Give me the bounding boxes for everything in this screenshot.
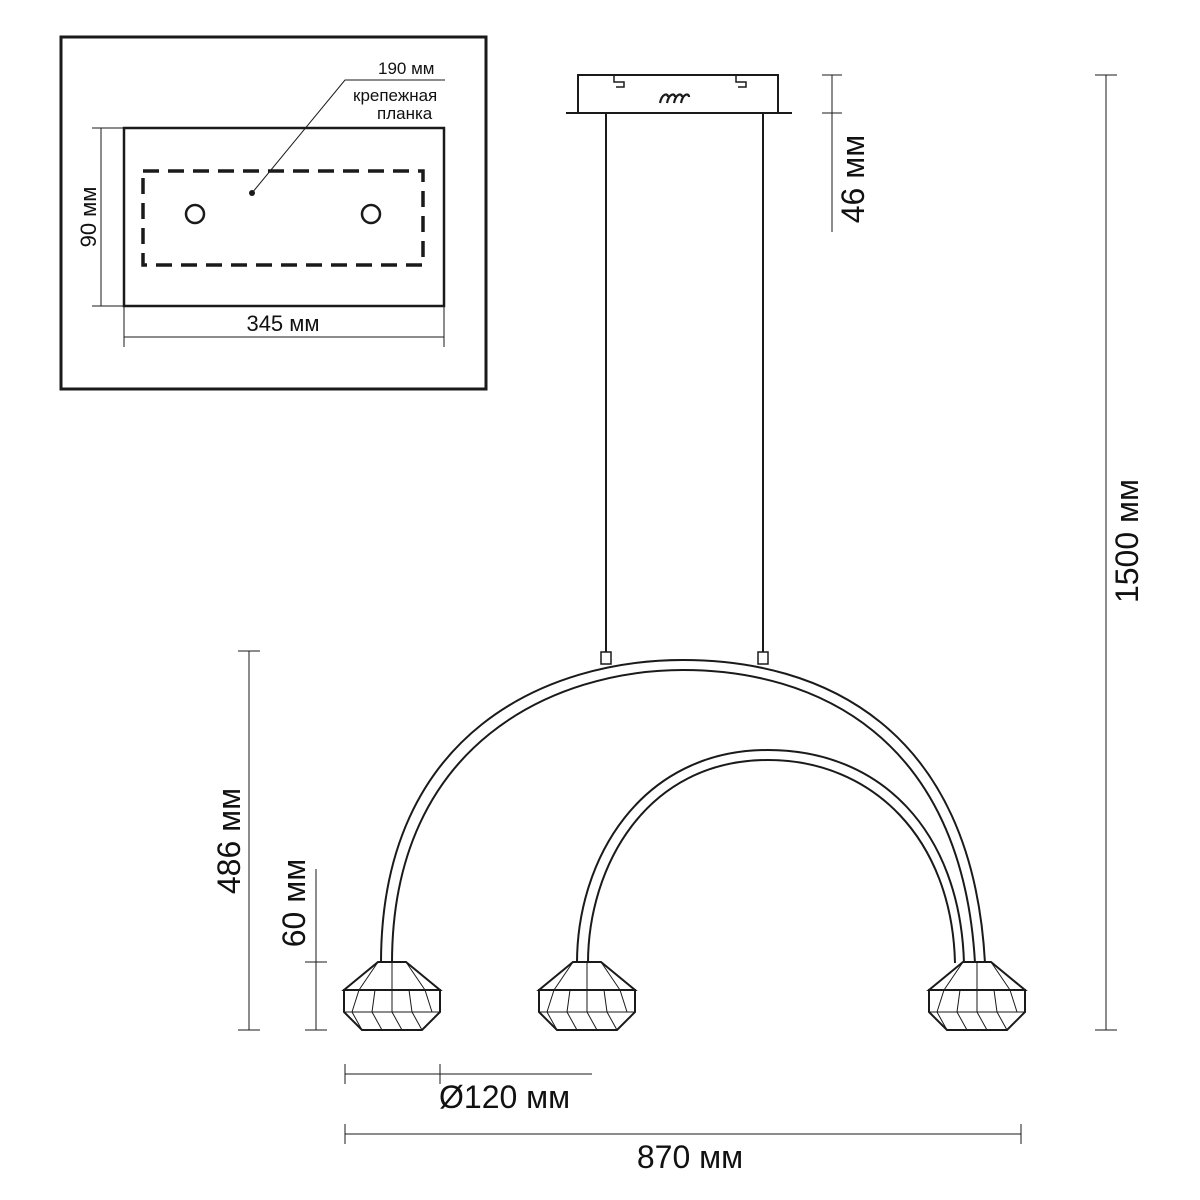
inset-frame [59,35,488,391]
shade-left [341,961,443,1031]
plate-name-line2: планка [377,104,433,123]
canopy-height-dimension: 46 мм [822,74,871,232]
screw-hole-left [184,203,206,225]
plate-leader-line [251,79,445,194]
canopy-height-label: 46 мм [835,135,871,223]
cable-connector-left [600,651,612,665]
cable-connector-right [757,651,769,665]
plate-name-line1: крепежная [353,86,437,105]
total-height-dimension: 1500 мм [1095,74,1145,1031]
inset-width-label: 345 мм [246,311,319,336]
outer-arc [380,658,986,964]
shade-diameter-label: Ø120 мм [439,1079,570,1115]
total-width-dimension: 870 мм [344,1124,1022,1175]
mounting-plate-outline [141,169,425,267]
inset-panel: 190 мм крепежная планка 90 мм 345 мм [59,35,488,391]
canopy [566,74,792,114]
shade-middle [536,961,638,1031]
total-height-label: 1500 мм [1109,479,1145,603]
screw-hole-right [360,203,382,225]
wire-coil-icon [658,93,691,104]
arc-height-label: 486 мм [211,788,247,894]
inset-height-label: 90 мм [76,187,101,248]
plate-width-label: 190 мм [378,59,434,78]
arc-height-dimension: 486 мм [211,650,260,1031]
canopy-hook-left [613,75,625,88]
shade-height-label: 60 мм [276,859,312,947]
canopy-outline [122,126,446,308]
shade-right [926,961,1028,1031]
shade-height-dimension: 60 мм [276,859,327,1031]
total-width-label: 870 мм [637,1139,743,1175]
inner-arc [576,748,965,964]
canopy-hook-right [735,75,747,88]
shade-diameter-dimension: Ø120 мм [344,1064,592,1115]
